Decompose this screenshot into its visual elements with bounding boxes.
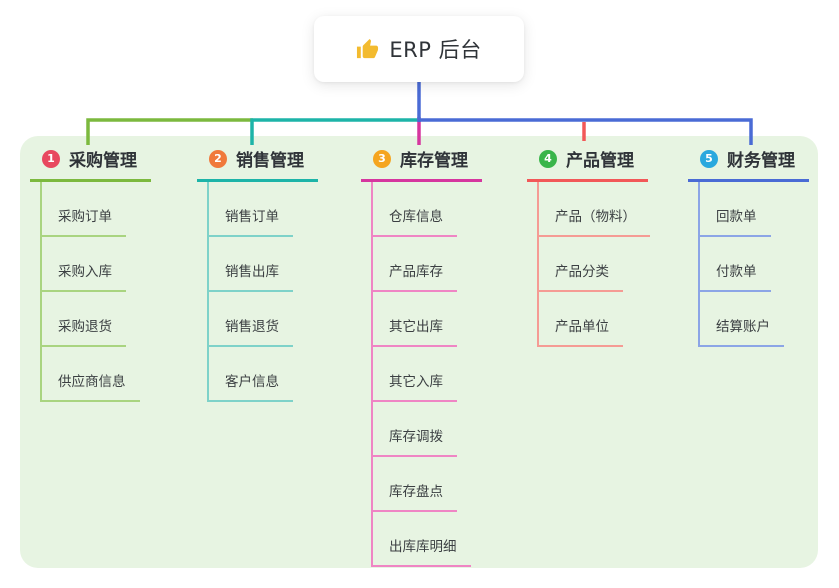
child-label: 产品分类 bbox=[555, 264, 609, 280]
branches-panel bbox=[20, 136, 818, 568]
child-node[interactable]: 库存调拨 bbox=[373, 402, 457, 457]
child-node[interactable]: 仓库信息 bbox=[373, 182, 457, 237]
child-node[interactable]: 产品单位 bbox=[539, 292, 623, 347]
branch-children: 回款单 付款单 结算账户 bbox=[698, 182, 809, 347]
child-label: 销售订单 bbox=[225, 209, 279, 225]
child-node[interactable]: 结算账户 bbox=[700, 292, 784, 347]
child-label: 仓库信息 bbox=[389, 209, 443, 225]
child-label: 产品库存 bbox=[389, 264, 443, 280]
child-label: 付款单 bbox=[716, 264, 757, 280]
root-node[interactable]: ERP 后台 bbox=[314, 16, 524, 82]
branch-node-sales[interactable]: 2 销售管理 bbox=[197, 146, 318, 182]
child-node[interactable]: 出库库明细 bbox=[373, 512, 471, 567]
branch-number-badge: 1 bbox=[42, 149, 60, 168]
branch-children: 仓库信息 产品库存 其它出库 其它入库 库存调拨 库存盘点 出库库明细 bbox=[371, 182, 482, 567]
branch-label: 产品管理 bbox=[566, 151, 634, 171]
child-node[interactable]: 销售出库 bbox=[209, 237, 293, 292]
branch-sales: 2 销售管理 销售订单 销售出库 销售退货 客户信息 bbox=[197, 146, 318, 402]
child-label: 其它入库 bbox=[389, 374, 443, 390]
child-node[interactable]: 采购退货 bbox=[42, 292, 126, 347]
branch-label: 采购管理 bbox=[69, 151, 137, 171]
child-node[interactable]: 销售退货 bbox=[209, 292, 293, 347]
branch-children: 产品（物料） 产品分类 产品单位 bbox=[537, 182, 650, 347]
child-node[interactable]: 回款单 bbox=[700, 182, 771, 237]
branch-number-badge: 5 bbox=[700, 149, 718, 168]
child-label: 其它出库 bbox=[389, 319, 443, 335]
child-node[interactable]: 客户信息 bbox=[209, 347, 293, 402]
branch-number-badge: 4 bbox=[539, 149, 557, 168]
child-label: 采购入库 bbox=[58, 264, 112, 280]
branch-node-finance[interactable]: 5 财务管理 bbox=[688, 146, 809, 182]
child-node[interactable]: 付款单 bbox=[700, 237, 771, 292]
branch-purchase: 1 采购管理 采购订单 采购入库 采购退货 供应商信息 bbox=[30, 146, 151, 402]
branch-label: 库存管理 bbox=[400, 151, 468, 171]
child-node[interactable]: 其它出库 bbox=[373, 292, 457, 347]
branch-node-inventory[interactable]: 3 库存管理 bbox=[361, 146, 482, 182]
child-label: 客户信息 bbox=[225, 374, 279, 390]
child-label: 销售出库 bbox=[225, 264, 279, 280]
branch-children: 采购订单 采购入库 采购退货 供应商信息 bbox=[40, 182, 151, 402]
child-label: 库存盘点 bbox=[389, 484, 443, 500]
branch-finance: 5 财务管理 回款单 付款单 结算账户 bbox=[688, 146, 809, 347]
child-node[interactable]: 产品库存 bbox=[373, 237, 457, 292]
child-node[interactable]: 采购订单 bbox=[42, 182, 126, 237]
child-label: 产品（物料） bbox=[555, 209, 636, 225]
child-label: 库存调拨 bbox=[389, 429, 443, 445]
branch-node-product[interactable]: 4 产品管理 bbox=[527, 146, 648, 182]
child-node[interactable]: 产品（物料） bbox=[539, 182, 650, 237]
child-label: 结算账户 bbox=[716, 319, 770, 335]
branch-children: 销售订单 销售出库 销售退货 客户信息 bbox=[207, 182, 318, 402]
child-label: 采购订单 bbox=[58, 209, 112, 225]
branch-inventory: 3 库存管理 仓库信息 产品库存 其它出库 其它入库 库存调拨 库存盘点 出库库… bbox=[361, 146, 482, 567]
child-node[interactable]: 采购入库 bbox=[42, 237, 126, 292]
child-label: 销售退货 bbox=[225, 319, 279, 335]
child-node[interactable]: 销售订单 bbox=[209, 182, 293, 237]
child-label: 出库库明细 bbox=[389, 539, 457, 555]
child-label: 供应商信息 bbox=[58, 374, 126, 390]
child-label: 产品单位 bbox=[555, 319, 609, 335]
branch-node-purchase[interactable]: 1 采购管理 bbox=[30, 146, 151, 182]
branch-number-badge: 2 bbox=[209, 149, 227, 168]
thumbs-up-icon bbox=[357, 38, 379, 58]
root-title: ERP 后台 bbox=[389, 38, 482, 62]
branch-label: 销售管理 bbox=[236, 151, 304, 171]
child-node[interactable]: 供应商信息 bbox=[42, 347, 140, 402]
child-node[interactable]: 其它入库 bbox=[373, 347, 457, 402]
child-node[interactable]: 产品分类 bbox=[539, 237, 623, 292]
child-node[interactable]: 库存盘点 bbox=[373, 457, 457, 512]
child-label: 回款单 bbox=[716, 209, 757, 225]
child-label: 采购退货 bbox=[58, 319, 112, 335]
branch-product: 4 产品管理 产品（物料） 产品分类 产品单位 bbox=[527, 146, 650, 347]
branch-label: 财务管理 bbox=[727, 151, 795, 171]
branch-number-badge: 3 bbox=[373, 149, 391, 168]
